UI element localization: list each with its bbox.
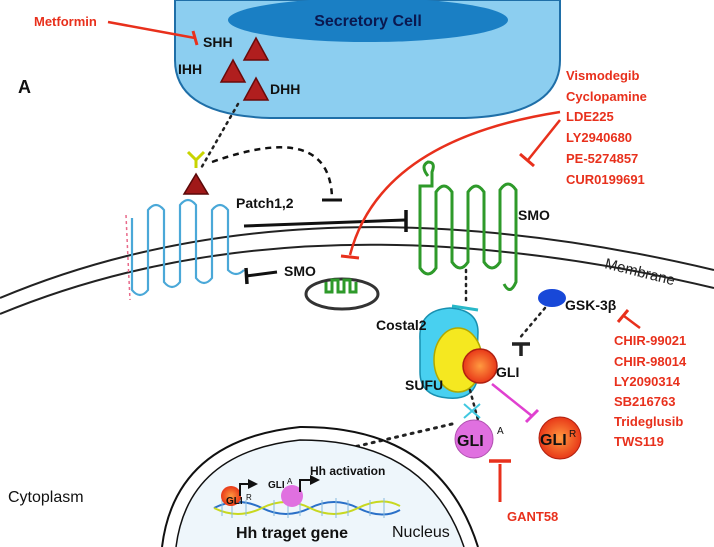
metformin-label: Metformin — [34, 14, 97, 29]
costal2-label: Costal2 — [376, 317, 427, 333]
ligand-binding-line — [198, 102, 240, 172]
ihh-label: IHH — [178, 61, 202, 77]
gant58-label: GANT58 — [507, 509, 558, 524]
inhibitor-vismodegib: Vismodegib — [566, 68, 640, 83]
secretory-cell — [174, 0, 561, 119]
gsk3b-inhibitor-line — [623, 315, 641, 329]
dhh-ligand — [242, 76, 270, 101]
smo-inhibitor-line — [527, 119, 561, 161]
gli-a-sup: A — [497, 426, 504, 437]
gsk3b-to-gli — [516, 306, 547, 342]
promoter-arrow-r — [239, 479, 258, 496]
dhh-label: DHH — [270, 81, 300, 97]
inhibitor-cur0199691: CUR0199691 — [566, 172, 645, 187]
blocked-activation-x — [463, 403, 481, 419]
inhibitor-trideglusib: Trideglusib — [614, 414, 683, 429]
target-gene-label: Hh traget gene — [236, 525, 348, 542]
gli-label: GLI — [496, 364, 519, 380]
metformin-inhibition — [107, 20, 196, 40]
shh-label: SHH — [203, 34, 233, 50]
membrane-inner — [0, 243, 714, 315]
gli-r-sup: R — [569, 429, 576, 440]
inhibitor-ly2090314: LY2090314 — [614, 374, 681, 389]
inhibitor-pe-5274857: PE-5274857 — [566, 151, 638, 166]
inhibitor-lde225: LDE225 — [566, 109, 614, 124]
gli-r-label: GLI — [540, 432, 567, 449]
shh-ligand — [242, 36, 270, 61]
membrane-outer — [0, 226, 714, 299]
receptor-binding-site — [186, 150, 206, 168]
gli-activator — [454, 419, 494, 459]
inhibitor-cyclopamine: Cyclopamine — [566, 89, 647, 104]
patch-label: Patch1,2 — [236, 195, 294, 211]
gsk3b-inhibitors-list: CHIR-99021 CHIR-98014 LY2090314 SB216763… — [614, 333, 687, 449]
smo-inhibitors-list: Vismodegib Cyclopamine LDE225 LY2940680 … — [566, 68, 647, 187]
gsk3b-label: GSK-3β — [565, 297, 617, 313]
nucleus-gli-repressor — [221, 486, 241, 506]
inhibitor-chir-99021: CHIR-99021 — [614, 333, 686, 348]
vesicle — [304, 277, 380, 311]
panel-letter: A — [18, 77, 31, 97]
gli-a-label: GLI — [457, 433, 484, 450]
gli-complex — [419, 307, 498, 399]
smo-vesicle-label: SMO — [284, 263, 316, 279]
ihh-ligand — [219, 58, 247, 83]
ptch-to-smo-dashed — [211, 146, 334, 199]
inhibitor-chir-98014: CHIR-98014 — [614, 354, 687, 369]
gsk3b-shape — [538, 289, 566, 307]
sufu-label: SUFU — [405, 377, 443, 393]
nucleus-gli-r-sup: R — [246, 493, 252, 502]
ligand-triangles — [219, 36, 270, 101]
nucleus-inner — [175, 439, 465, 547]
bound-ligand — [182, 172, 210, 195]
smo-receptor — [418, 160, 518, 291]
nucleus-gli-activator — [281, 485, 303, 507]
nucleus-gli-r-label: GLI — [226, 496, 243, 507]
nucleus-gli-a-label: GLI — [268, 480, 285, 491]
gli-repressor — [538, 416, 582, 460]
vesicle-smo — [324, 278, 358, 294]
ptch-inhibits-smo — [243, 218, 406, 228]
smo-inhibitor-vesicle-line — [348, 110, 561, 256]
inhibitor-ly2940680: LY2940680 — [566, 130, 632, 145]
dna-helix — [213, 498, 401, 518]
cytoplasm-label: Cytoplasm — [8, 489, 84, 506]
membrane-label: Membrane — [603, 255, 677, 289]
nucleus-gli-a-sup: A — [287, 477, 293, 486]
nucleus-label: Nucleus — [392, 524, 450, 541]
promoter-arrow-a — [299, 475, 320, 492]
smo-label: SMO — [518, 207, 550, 223]
secretory-cell-label: Secretory Cell — [314, 13, 422, 30]
patched-receptor — [125, 198, 245, 301]
gli-shape — [462, 348, 498, 384]
inhibitor-sb216763: SB216763 — [614, 394, 675, 409]
gli-to-glir — [491, 383, 533, 417]
nucleus-outer — [161, 425, 479, 547]
hh-activation-label: Hh activation — [310, 464, 385, 478]
inhibitor-tws119: TWS119 — [614, 434, 664, 449]
ptch-inhibits-vesicle-smo — [245, 270, 278, 278]
